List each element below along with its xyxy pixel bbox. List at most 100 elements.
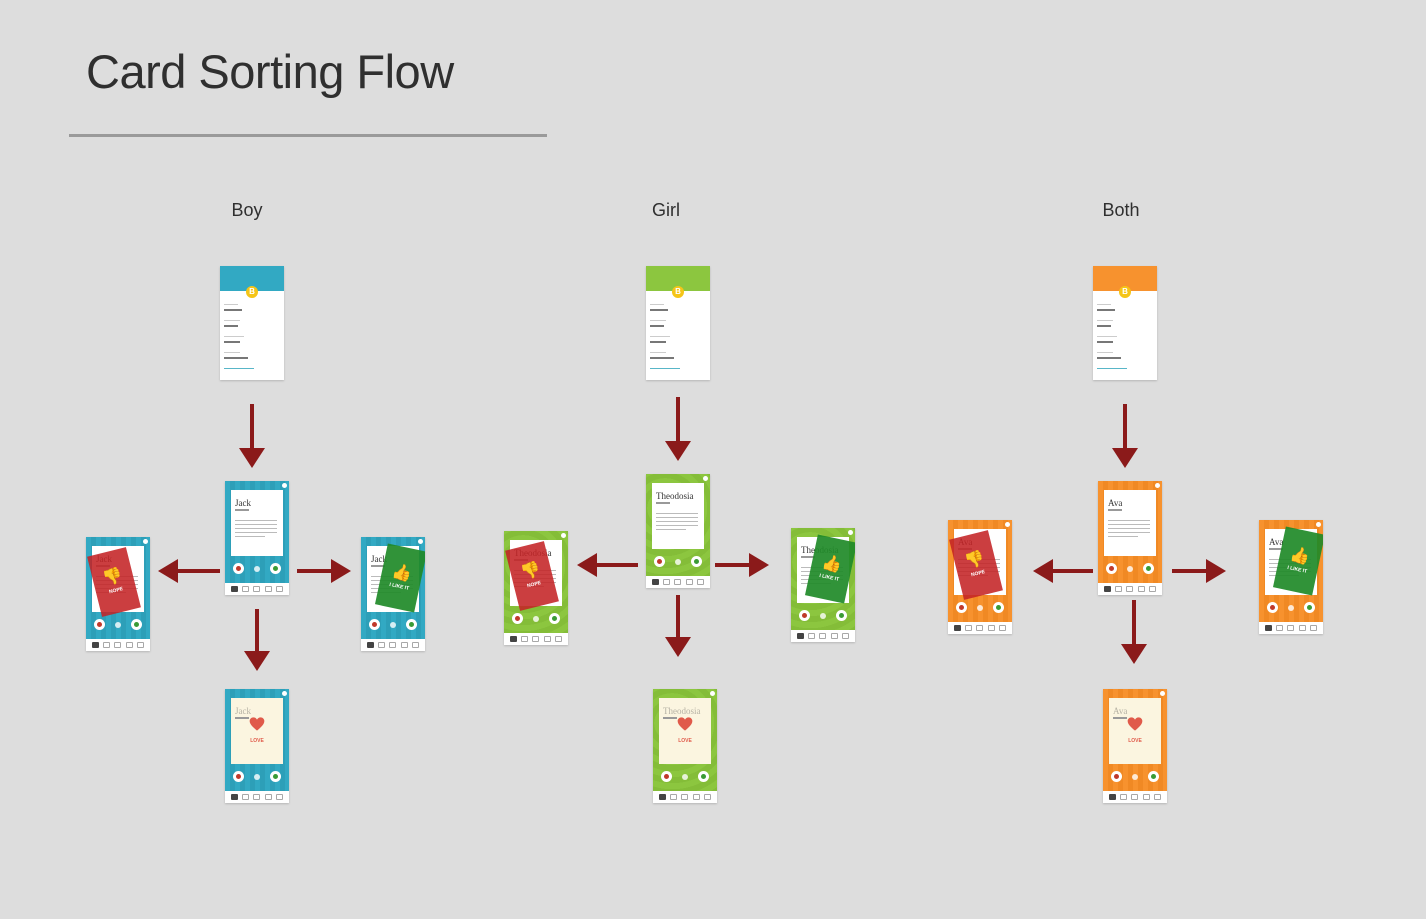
like-button[interactable] xyxy=(549,613,560,624)
nav-tab-icon xyxy=(521,636,529,642)
settings-field-line xyxy=(1097,341,1113,343)
close-icon[interactable] xyxy=(561,533,566,538)
close-icon[interactable] xyxy=(710,691,715,696)
settings-field-line xyxy=(650,336,670,337)
close-icon[interactable] xyxy=(282,691,287,696)
love-button[interactable] xyxy=(820,613,826,619)
like-button[interactable] xyxy=(993,602,1004,613)
like-button[interactable] xyxy=(1148,771,1159,782)
card-text-line xyxy=(235,536,265,537)
love-button[interactable] xyxy=(254,774,260,780)
close-icon[interactable] xyxy=(1155,483,1160,488)
nav-tab-icon xyxy=(976,625,984,631)
card-screen-both[interactable]: Ava xyxy=(1098,481,1162,595)
card-text-line xyxy=(1108,520,1150,521)
like-button[interactable] xyxy=(1304,602,1315,613)
nav-tab-icon xyxy=(1287,625,1295,631)
nope-button[interactable] xyxy=(233,563,244,574)
close-icon[interactable] xyxy=(282,483,287,488)
settings-field-line xyxy=(224,325,238,327)
nope-button[interactable] xyxy=(799,610,810,621)
nope-screen-both[interactable]: Ava👎NOPE xyxy=(948,520,1012,634)
love-button[interactable] xyxy=(1288,605,1294,611)
name-card[interactable]: Ava xyxy=(1104,490,1156,556)
nope-button[interactable] xyxy=(654,556,665,567)
card-text-line xyxy=(1108,524,1150,525)
babyname-badge-icon: B xyxy=(1119,286,1131,298)
close-icon[interactable] xyxy=(1005,522,1010,527)
nope-button[interactable] xyxy=(1111,771,1122,782)
card-text-line xyxy=(235,520,277,521)
settings-field-line xyxy=(1097,320,1113,321)
love-button[interactable] xyxy=(977,605,983,611)
nope-button[interactable] xyxy=(661,771,672,782)
card-screen-girl[interactable]: Theodosia xyxy=(646,474,710,588)
nope-button[interactable] xyxy=(94,619,105,630)
nav-tab-icon xyxy=(696,579,704,585)
card-text-line xyxy=(235,532,277,533)
close-icon[interactable] xyxy=(703,476,708,481)
love-button[interactable] xyxy=(254,566,260,572)
nope-screen-girl[interactable]: Theodosia👎NOPE xyxy=(504,531,568,645)
like-button[interactable] xyxy=(1143,563,1154,574)
column-label-both: Both xyxy=(1102,200,1140,220)
arrow-down-icon xyxy=(665,595,691,657)
card-actions xyxy=(225,563,289,575)
nope-button[interactable] xyxy=(369,619,380,630)
settings-screen-both[interactable]: B xyxy=(1093,266,1157,380)
like-button[interactable] xyxy=(698,771,709,782)
like-screen-boy[interactable]: Jack👍I LIKE IT xyxy=(361,537,425,651)
card-text-line xyxy=(1108,528,1150,529)
love-button[interactable] xyxy=(390,622,396,628)
like-screen-both[interactable]: Ava👍I LIKE IT xyxy=(1259,520,1323,634)
close-icon[interactable] xyxy=(1160,691,1165,696)
card-text-line xyxy=(656,521,698,522)
name-card[interactable]: Jack xyxy=(231,490,283,556)
column-label-boy: Boy xyxy=(231,200,263,220)
love-button[interactable] xyxy=(1127,566,1133,572)
nope-button[interactable] xyxy=(1267,602,1278,613)
nav-tab-icon xyxy=(1137,586,1145,592)
close-icon[interactable] xyxy=(418,539,423,544)
like-button[interactable] xyxy=(270,771,281,782)
nope-button[interactable] xyxy=(1106,563,1117,574)
close-icon[interactable] xyxy=(1316,522,1321,527)
love-button[interactable] xyxy=(533,616,539,622)
close-icon[interactable] xyxy=(848,530,853,535)
like-button[interactable] xyxy=(836,610,847,621)
like-button[interactable] xyxy=(131,619,142,630)
love-button[interactable] xyxy=(115,622,121,628)
nav-tab-icon xyxy=(275,794,283,800)
nope-button[interactable] xyxy=(956,602,967,613)
nav-tab-icon xyxy=(92,642,100,648)
name-card[interactable]: Theodosia xyxy=(652,483,704,549)
love-button[interactable] xyxy=(682,774,688,780)
settings-screen-boy[interactable]: B xyxy=(220,266,284,380)
like-button[interactable] xyxy=(406,619,417,630)
nope-button[interactable] xyxy=(512,613,523,624)
card-screen-boy[interactable]: Jack xyxy=(225,481,289,595)
bottom-nav-bar xyxy=(1259,622,1323,634)
love-button[interactable] xyxy=(1132,774,1138,780)
settings-screen-girl[interactable]: B xyxy=(646,266,710,380)
nav-tab-icon xyxy=(1120,794,1128,800)
love-button[interactable] xyxy=(675,559,681,565)
card-surname-line xyxy=(1108,509,1122,511)
like-button[interactable] xyxy=(691,556,702,567)
nope-screen-boy[interactable]: Jack👎NOPE xyxy=(86,537,150,651)
settings-field-line xyxy=(224,320,240,321)
nope-button[interactable] xyxy=(233,771,244,782)
card-name: Ava xyxy=(1269,537,1284,547)
settings-field-line xyxy=(1097,309,1115,311)
close-icon[interactable] xyxy=(143,539,148,544)
like-button[interactable] xyxy=(270,563,281,574)
like-screen-girl[interactable]: Theodosia👍I LIKE IT xyxy=(791,528,855,642)
nav-tab-icon xyxy=(670,794,678,800)
nav-tab-icon xyxy=(652,579,660,585)
